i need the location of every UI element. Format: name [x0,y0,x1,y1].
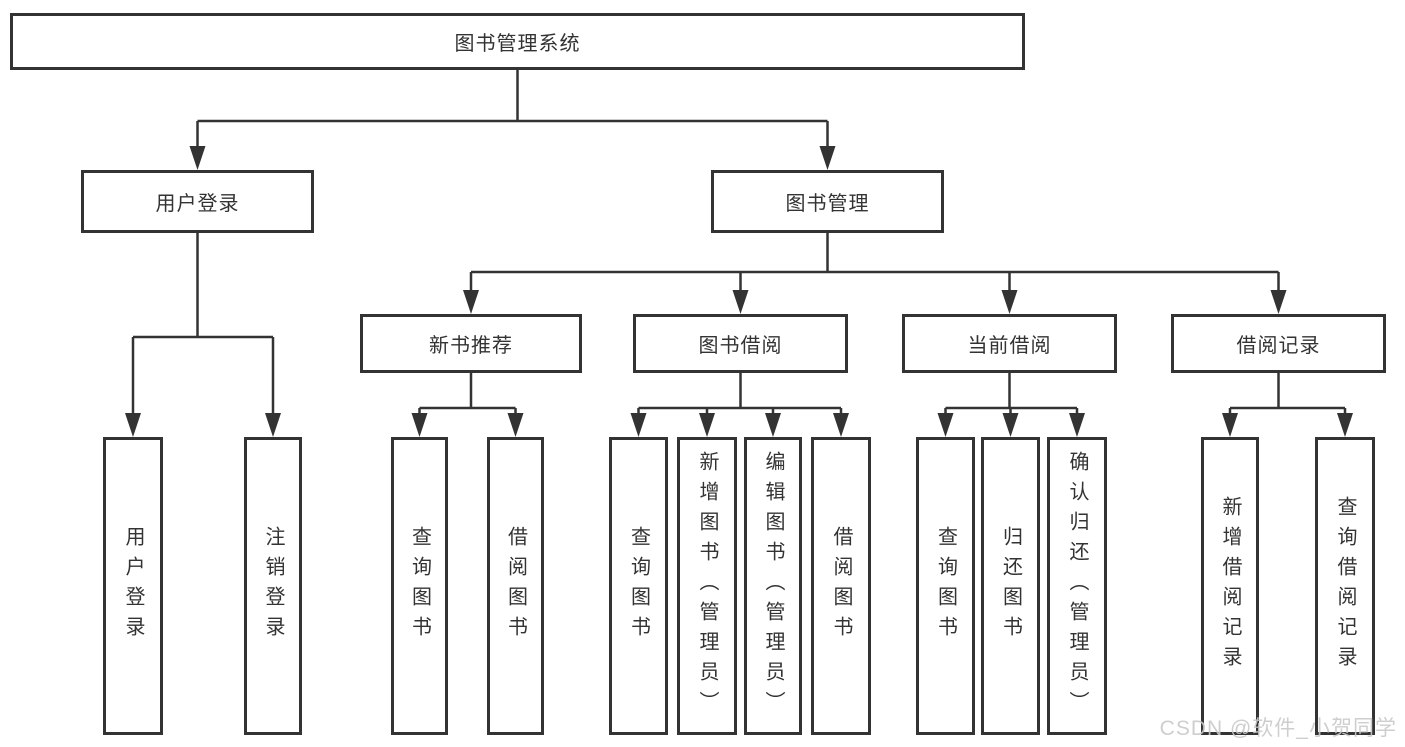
node-label: 查询借阅记录 [1334,496,1356,676]
leaf-logout: 注销登录 [244,437,302,735]
node-user-login: 用户登录 [81,170,314,233]
node-label: 借阅图书 [830,526,852,646]
leaf-return-books: 归还图书 [981,437,1040,735]
csdn-watermark: CSDN @软件_小贺同学 [1159,717,1397,740]
node-book-borrowing: 图书借阅 [633,314,848,373]
leaf-confirm-return-admin: 确认归还（管理员） [1047,437,1107,735]
node-label: 归还图书 [999,526,1022,646]
node-label: 图书借阅 [698,335,783,357]
leaf-query-books-borrowing: 查询图书 [609,437,668,735]
leaf-query-books-current: 查询图书 [916,437,975,735]
node-book-management: 图书管理 [711,170,944,233]
node-label: 借阅图书 [504,526,527,646]
leaf-borrow-books-recommend: 借阅图书 [487,437,544,735]
node-borrowing-records: 借阅记录 [1171,314,1386,373]
node-label: 新增图书（管理员） [696,451,718,721]
node-label: 确认归还（管理员） [1066,451,1088,721]
node-label: 图书管理 [785,193,870,215]
node-library-system: 图书管理系统 [10,13,1025,70]
node-label: 新书推荐 [429,335,513,357]
node-label: 用户登录 [155,193,240,215]
node-label: 查询图书 [934,526,957,646]
node-current-borrowing: 当前借阅 [902,314,1117,373]
leaf-add-books-admin: 新增图书（管理员） [677,437,737,735]
node-label: 新增借阅记录 [1219,496,1241,676]
leaf-user-login: 用户登录 [103,437,163,735]
node-new-book-recommend: 新书推荐 [360,314,582,373]
node-label: 编辑图书（管理员） [762,451,784,721]
node-label: 注销登录 [262,526,284,646]
node-label: 查询图书 [627,526,650,646]
node-label: 用户登录 [122,526,144,646]
leaf-add-borrow-record: 新增借阅记录 [1201,437,1259,735]
leaf-query-borrow-record: 查询借阅记录 [1315,437,1375,735]
node-label: 当前借阅 [967,335,1052,357]
node-label: 借阅记录 [1236,335,1321,357]
node-label: 查询图书 [408,526,431,646]
leaf-query-books-recommend: 查询图书 [391,437,448,735]
leaf-edit-books-admin: 编辑图书（管理员） [744,437,802,735]
node-label: 图书管理系统 [454,33,581,55]
leaf-borrow-books-borrowing: 借阅图书 [811,437,871,735]
